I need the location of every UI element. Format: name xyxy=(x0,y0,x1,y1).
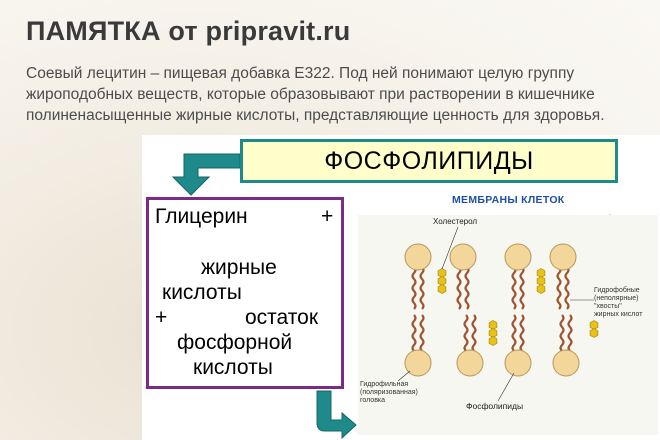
membrane-illustration: Холестерол Гидрофобные (неполярные) "хво… xyxy=(358,215,658,435)
hydrophilic-line-3: головка xyxy=(360,397,386,404)
phospholipid-head xyxy=(404,349,432,377)
fatty-acid-tail xyxy=(511,314,517,352)
cholesterol-pointer xyxy=(441,226,459,270)
fatty-acid-tail xyxy=(519,314,525,352)
phospholipids-heading: ФОСФОЛИПИДЫ xyxy=(240,139,618,183)
hydrophobic-line-2: (неполярные) xyxy=(594,295,639,302)
fatty-acid-tail xyxy=(567,314,573,352)
phospholipids-label: Фосфолипиды xyxy=(466,401,524,411)
cholesterol-ring xyxy=(488,336,498,346)
fatty-acid-tail xyxy=(559,314,565,352)
formula-phosphoric: фосфорной xyxy=(177,331,293,354)
hydrophobic-label: Гидрофобные (неполярные) "хвосты" жирных… xyxy=(594,287,642,319)
intro-paragraph: Соевый лецитин – пищевая добавка Е322. П… xyxy=(26,65,605,124)
hydrophobic-line-1: Гидрофобные xyxy=(594,287,640,294)
membrane-caption: МЕМБРАНЫ КЛЕТОК xyxy=(452,194,565,206)
phospholipid-head xyxy=(549,243,577,271)
hydrophobic-line-4: жирных кислот xyxy=(594,311,643,318)
formula-fatty: жирные xyxy=(201,256,277,279)
hydrophilic-pointer xyxy=(397,370,411,382)
arrow-to-formula xyxy=(171,153,241,196)
formula-box: Глицерин + жирные кислоты + остаток фосф… xyxy=(146,197,344,389)
cholesterol-label: Холестерол xyxy=(433,217,478,226)
phospholipid-head xyxy=(504,349,532,377)
fatty-acid-tail xyxy=(464,266,470,310)
cholesterol-ring xyxy=(437,284,447,294)
fatty-acid-tail xyxy=(519,266,525,310)
arrow-bottom xyxy=(316,390,357,440)
fatty-acid-tail xyxy=(463,314,469,352)
phospholipid-diagram: ФОСФОЛИПИДЫ Глицерин + жирные кислоты + … xyxy=(142,135,660,440)
fatty-acid-tail xyxy=(471,314,477,352)
phospholipid-head xyxy=(504,243,532,271)
hydrophilic-line-1: Гидрофильная xyxy=(360,381,409,388)
phospholipid-head xyxy=(552,349,580,377)
phospholipids-pointer xyxy=(497,372,515,402)
cholesterol-ring xyxy=(536,284,546,294)
fatty-acid-tail xyxy=(456,266,462,310)
hydrophilic-line-2: (поляризованная) xyxy=(360,389,418,396)
phospholipid-head xyxy=(404,243,432,271)
formula-glycerin: Глицерин xyxy=(155,205,248,228)
formula-plus-2: + xyxy=(155,306,168,329)
fatty-acid-tail xyxy=(564,266,570,310)
hydrophilic-label: Гидрофильная (поляризованная) головка xyxy=(360,381,418,405)
formula-plus-1: + xyxy=(321,205,334,228)
phospholipid-head xyxy=(449,243,477,271)
fatty-acid-tail xyxy=(556,266,562,310)
formula-acid: кислоты xyxy=(193,356,273,379)
fatty-acid-tail xyxy=(419,314,425,352)
formula-acids: кислоты xyxy=(162,281,242,304)
phospholipid-head xyxy=(456,349,484,377)
fatty-acid-tail xyxy=(419,266,425,310)
formula-residue: остаток xyxy=(245,306,319,329)
page-title: ПАМЯТКА от pripravit.ru xyxy=(26,16,351,46)
hydrophobic-line-3: "хвосты" xyxy=(594,303,622,310)
fatty-acid-tail xyxy=(511,266,517,310)
membrane-svg xyxy=(397,226,599,402)
fatty-acid-tail xyxy=(411,314,417,352)
fatty-acid-tail xyxy=(411,266,417,310)
cholesterol-ring xyxy=(589,328,599,338)
